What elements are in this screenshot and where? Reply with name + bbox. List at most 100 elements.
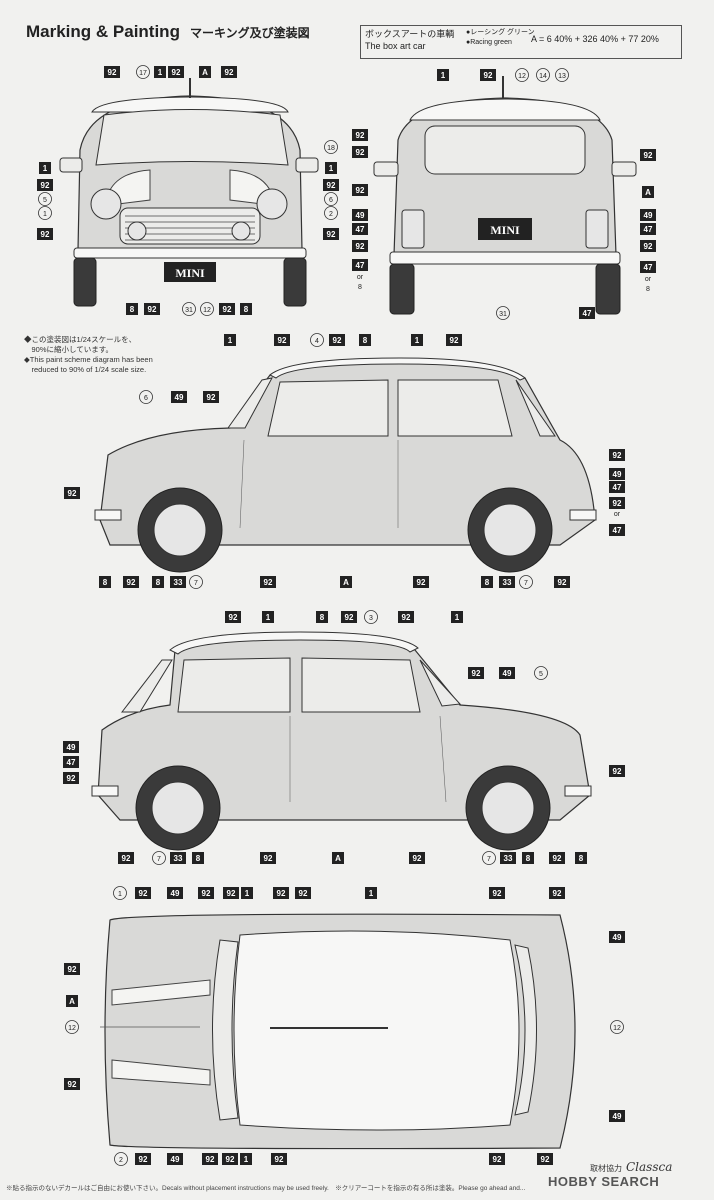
callout-label: 47 — [613, 526, 622, 535]
callout-side_left-2: 8 — [316, 611, 328, 623]
callout-label: 49 — [503, 669, 512, 678]
callout-label: 49 — [613, 1112, 622, 1121]
callout-label: 8 — [526, 854, 531, 863]
callout-label: 14 — [539, 73, 547, 80]
callout-front-11: 18 — [324, 140, 338, 154]
callout-label: 33 — [174, 854, 183, 863]
callout-side_left-6: 1 — [451, 611, 463, 623]
callout-rear-18: 31 — [496, 306, 510, 320]
callout-side_right-25: 33 — [499, 576, 515, 588]
box-art-color-ja: ●レーシング グリーン — [466, 29, 535, 36]
callout-top-7: 92 — [295, 887, 311, 899]
callout-label: 8 — [244, 305, 249, 314]
callout-side_right-20: 7 — [189, 575, 203, 589]
callout-front-18: 92 — [144, 303, 160, 315]
callout-side_left-4: 3 — [364, 610, 378, 624]
callout-label: A — [202, 68, 208, 77]
or-label-2: or — [645, 276, 652, 283]
callout-label: 7 — [157, 856, 161, 863]
callout-label: 2 — [119, 1157, 123, 1164]
callout-label: 92 — [229, 613, 238, 622]
callout-label: 92 — [225, 68, 234, 77]
callout-front-10: 92 — [37, 228, 53, 240]
callout-side_right-1: 92 — [274, 334, 290, 346]
callout-label: 47 — [356, 261, 365, 270]
callout-front-22: 8 — [240, 303, 252, 315]
callout-label: A — [69, 997, 75, 1006]
callout-top-4: 92 — [223, 887, 239, 899]
callout-label: 92 — [493, 889, 502, 898]
scale-notes: ◆この塗装図は1/24スケールを、 90%に縮小しています。 ◆This pai… — [24, 335, 153, 375]
callout-rear-3: 14 — [536, 68, 550, 82]
watermark: HOBBY SEARCH — [548, 1174, 660, 1189]
callout-rear-15: 47 — [640, 223, 656, 235]
callout-label: 92 — [139, 889, 148, 898]
callout-side_left-0: 92 — [225, 611, 241, 623]
side-view-right — [94, 357, 597, 573]
callout-side_right-9: 92 — [203, 391, 219, 403]
callout-front-7: 92 — [37, 179, 53, 191]
callout-side_left-23: 8 — [522, 852, 534, 864]
callout-side_right-16: 8 — [99, 576, 111, 588]
callout-top-15: 49 — [609, 931, 625, 943]
callout-side_right-13: 47 — [609, 481, 625, 493]
callout-label: 92 — [278, 336, 287, 345]
callout-label: 49 — [613, 933, 622, 942]
callout-label: 47 — [356, 225, 365, 234]
callout-label: 47 — [644, 263, 653, 272]
callout-label: 8 — [103, 578, 108, 587]
callout-top-26: 92 — [537, 1153, 553, 1165]
callout-label: 47 — [583, 309, 592, 318]
callout-side_left-15: 7 — [152, 851, 166, 865]
footer-note: ※貼る指示のないデカールはご自由にお使い下さい。Decals without p… — [6, 1185, 526, 1192]
callout-rear-8: 49 — [352, 209, 368, 221]
or-label-3: 8 — [646, 286, 650, 293]
callout-label: 47 — [67, 758, 76, 767]
callout-side_left-14: 92 — [118, 852, 134, 864]
callout-label: 3 — [369, 615, 373, 622]
callout-side_right-21: 92 — [260, 576, 276, 588]
callout-front-21: 92 — [219, 303, 235, 315]
callout-top-17: 49 — [609, 1110, 625, 1122]
callout-front-3: 92 — [168, 66, 184, 78]
callout-top-23: 1 — [240, 1153, 252, 1165]
note-line: reduced to 90% of 1/24 scale size. — [24, 365, 147, 374]
callout-rear-7: 92 — [352, 184, 368, 196]
callout-top-20: 49 — [167, 1153, 183, 1165]
callout-side_left-9: 5 — [534, 666, 548, 680]
callout-label: 1 — [415, 336, 420, 345]
callout-front-4: A — [199, 66, 211, 78]
callout-label: 92 — [206, 1155, 215, 1164]
callout-rear-13: A — [642, 186, 654, 198]
callout-side_left-13: 92 — [609, 765, 625, 777]
callout-label: 92 — [327, 181, 336, 190]
credit-label: 取材協力 — [590, 1164, 622, 1173]
callout-side_left-5: 92 — [398, 611, 414, 623]
callout-label: 12 — [203, 307, 211, 314]
callout-label: 1 — [43, 164, 48, 173]
callout-label: 12 — [68, 1025, 76, 1032]
note-line: ◆この塗装図は1/24スケールを、 — [24, 335, 137, 344]
callout-rear-9: 47 — [352, 223, 368, 235]
callout-label: 49 — [175, 393, 184, 402]
callout-side_right-4: 8 — [359, 334, 371, 346]
callout-label: 92 — [484, 71, 493, 80]
callout-top-0: 1 — [113, 886, 127, 900]
callout-top-22: 92 — [222, 1153, 238, 1165]
paint-formula: A = 6 40% + 326 40% + 77 20% — [531, 34, 659, 44]
callout-label: 47 — [613, 483, 622, 492]
box-art-label-en: The box art car — [365, 41, 426, 51]
callout-front-15: 2 — [324, 206, 338, 220]
callout-label: 1 — [245, 889, 250, 898]
callout-label: 92 — [207, 393, 216, 402]
callout-label: 8 — [485, 578, 490, 587]
callout-side_left-3: 92 — [341, 611, 357, 623]
callout-side_left-22: 33 — [500, 852, 516, 864]
callout-top-14: 92 — [64, 1078, 80, 1090]
callout-front-2: 1 — [154, 66, 166, 78]
callout-label: 13 — [558, 73, 566, 80]
callout-label: 4 — [315, 338, 319, 345]
callout-label: 49 — [171, 889, 180, 898]
callout-side_left-25: 8 — [575, 852, 587, 864]
